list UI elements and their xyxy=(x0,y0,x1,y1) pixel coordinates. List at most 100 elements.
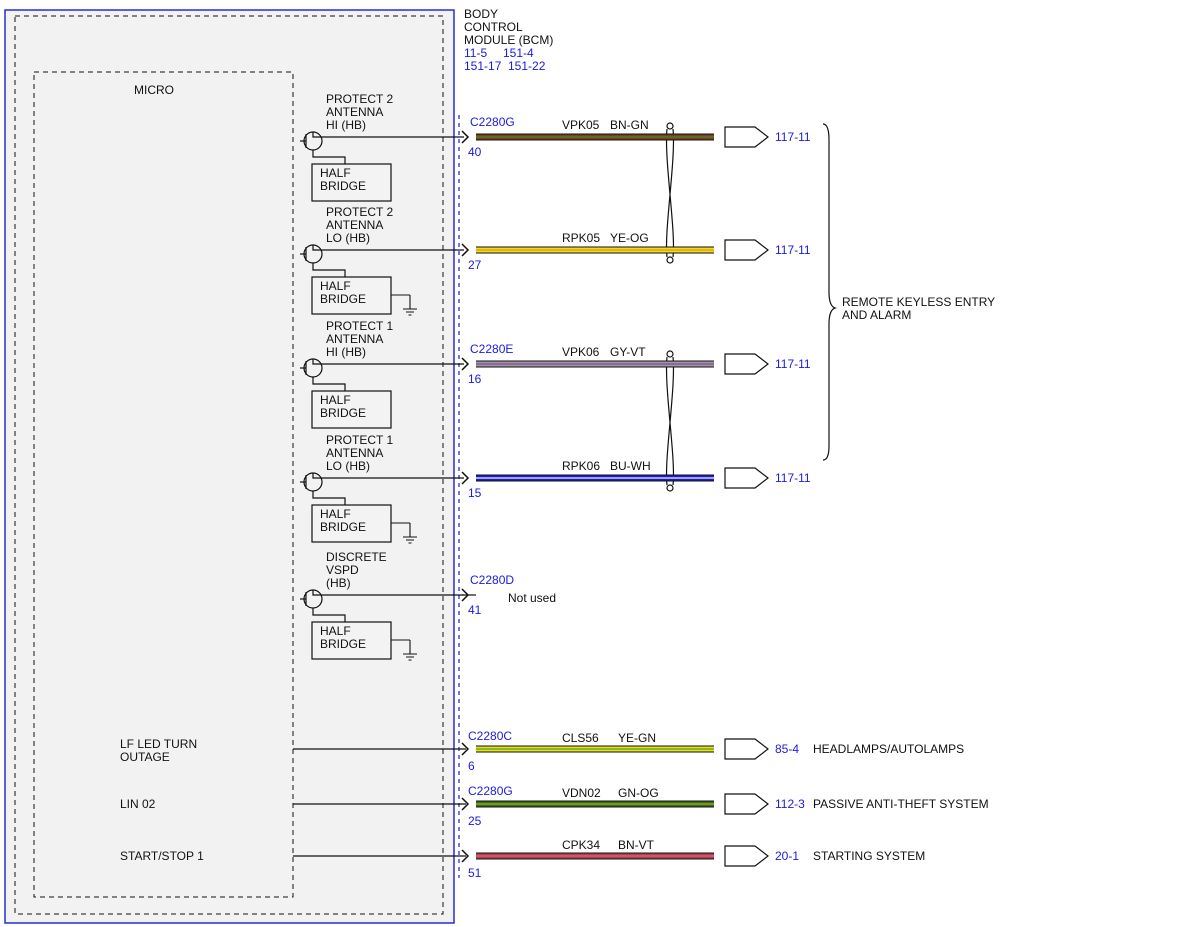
circuit-id: RPK05 xyxy=(562,231,600,245)
wire-color-code: BN-VT xyxy=(618,838,655,852)
circuit-label: ANTENNA xyxy=(326,446,383,460)
module-ref-link[interactable]: 151-22 xyxy=(508,59,546,73)
module-title-line: CONTROL xyxy=(464,20,523,34)
wire-color-code: BN-GN xyxy=(610,118,649,132)
module-title-line: BODY xyxy=(464,7,498,21)
page-ref-link[interactable]: 85-4 xyxy=(775,742,799,756)
circuit-label: (HB) xyxy=(326,576,351,590)
terminal-symbol xyxy=(724,239,769,261)
circuit-label: ANTENNA xyxy=(326,105,383,119)
micro-label: MICRO xyxy=(134,83,174,97)
circuit-label: ANTENNA xyxy=(326,218,383,232)
terminal-symbol xyxy=(724,353,769,375)
bridge-link xyxy=(312,263,346,277)
connector-pin-arrow xyxy=(461,130,470,144)
bridge-link xyxy=(312,377,346,391)
circuit-label: LIN 02 xyxy=(120,797,156,811)
twisted-pair-marker xyxy=(665,350,675,492)
wire-stripe-color xyxy=(476,136,714,138)
half-bridge-label: BRIDGE xyxy=(320,292,366,306)
page-ref-link[interactable]: 117-11 xyxy=(775,243,811,257)
pin-number: 27 xyxy=(468,258,482,272)
connector-pin-arrow xyxy=(461,357,470,371)
system-name: HEADLAMPS/AUTOLAMPS xyxy=(813,742,964,756)
connector-id-link[interactable]: C2280D xyxy=(470,573,514,587)
page-ref-link[interactable]: 117-11 xyxy=(775,357,811,371)
terminal-symbol xyxy=(724,738,769,760)
signal-line xyxy=(312,245,464,251)
circuit-id: VPK05 xyxy=(562,118,600,132)
connector-id-link[interactable]: C2280G xyxy=(470,115,515,129)
ground-icon xyxy=(403,523,417,544)
circuit-label: VSPD xyxy=(326,563,359,577)
circuit-id: CPK34 xyxy=(562,838,600,852)
micro-box xyxy=(33,71,294,898)
circuit-label: PROTECT 2 xyxy=(326,205,393,219)
half-bridge-box xyxy=(311,163,392,202)
system-name: PASSIVE ANTI-THEFT SYSTEM xyxy=(813,797,989,811)
terminal-symbol xyxy=(724,793,769,815)
connector-pin-arrow xyxy=(461,471,470,485)
module-ref-link[interactable]: 11-5 xyxy=(464,46,487,60)
twisted-pair-marker xyxy=(665,122,675,264)
signal-line xyxy=(312,473,464,479)
circuit-label: PROTECT 1 xyxy=(326,433,393,447)
connector-pin-arrow xyxy=(461,797,470,811)
half-bridge-label: BRIDGE xyxy=(320,637,366,651)
signal-line xyxy=(312,590,464,596)
wire-color-code: BU-WH xyxy=(610,459,651,473)
pin-number: 6 xyxy=(468,759,475,773)
pin-number: 25 xyxy=(468,814,482,828)
terminal-symbol xyxy=(724,845,769,867)
half-bridge-label: HALF xyxy=(320,279,351,293)
connector-id-link[interactable]: C2280C xyxy=(468,729,512,743)
connector-id-link[interactable]: C2280G xyxy=(468,784,513,798)
half-bridge-label: BRIDGE xyxy=(320,520,366,534)
module-ref-link[interactable]: 151-17 xyxy=(464,59,502,73)
ground-icon xyxy=(403,640,417,661)
circuit-label: OUTAGE xyxy=(120,750,170,764)
module-ref-link[interactable]: 151-4 xyxy=(503,46,534,60)
circuit-label: HI (HB) xyxy=(326,118,366,132)
group-label-line: AND ALARM xyxy=(842,308,911,322)
half-bridge-label: HALF xyxy=(320,393,351,407)
circuit-id: CLS56 xyxy=(562,731,599,745)
ground-icon xyxy=(403,295,417,316)
wire-stripe-color xyxy=(476,855,714,857)
circuit-label: LO (HB) xyxy=(326,459,370,473)
connector-pin-arrow xyxy=(461,243,470,257)
page-ref-link[interactable]: 112-3 xyxy=(775,797,805,811)
group-brace xyxy=(822,123,837,461)
pin-number: 51 xyxy=(468,866,482,880)
pin-number: 15 xyxy=(468,486,482,500)
circuit-label: PROTECT 2 xyxy=(326,92,393,106)
module-title-line: MODULE (BCM) xyxy=(464,33,553,47)
connector-pin-arrow xyxy=(461,849,470,863)
circuit-id: RPK06 xyxy=(562,459,600,473)
circuit-label: ANTENNA xyxy=(326,332,383,346)
circuit-id: VDN02 xyxy=(562,786,601,800)
half-bridge-label: HALF xyxy=(320,166,351,180)
wire-color-code: YE-OG xyxy=(610,231,649,245)
half-bridge-label: BRIDGE xyxy=(320,179,366,193)
not-used-note: Not used xyxy=(508,591,556,605)
bridge-link xyxy=(312,491,346,505)
circuit-label: PROTECT 1 xyxy=(326,319,393,333)
connector-id-link[interactable]: C2280E xyxy=(470,342,513,356)
wire-stripe-color xyxy=(476,249,714,251)
half-bridge-box xyxy=(311,390,392,429)
pin-number: 16 xyxy=(468,372,482,386)
half-bridge-label: HALF xyxy=(320,507,351,521)
page-ref-link[interactable]: 20-1 xyxy=(775,849,799,863)
signal-line xyxy=(312,359,464,365)
wire-color-code: GY-VT xyxy=(610,345,646,359)
wire-color-code: YE-GN xyxy=(618,731,656,745)
page-ref-link[interactable]: 117-11 xyxy=(775,130,811,144)
circuit-label: LO (HB) xyxy=(326,231,370,245)
page-ref-link[interactable]: 117-11 xyxy=(775,471,811,485)
half-bridge-label: HALF xyxy=(320,624,351,638)
terminal-symbol xyxy=(724,467,769,489)
wire-stripe-color xyxy=(476,748,714,750)
pin-number: 41 xyxy=(468,603,482,617)
